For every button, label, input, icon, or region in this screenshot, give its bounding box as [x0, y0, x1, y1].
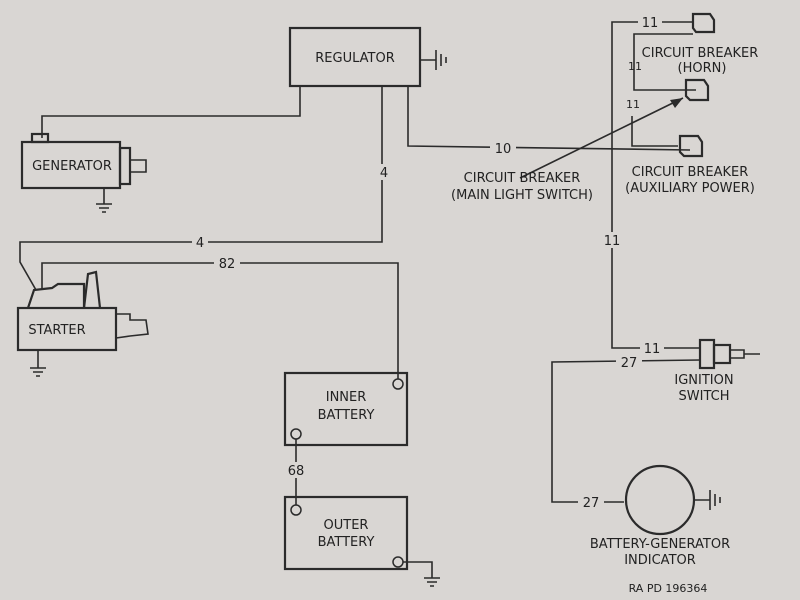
outer-battery-label-1: OUTER: [324, 518, 369, 533]
indicator-gauge: [624, 464, 696, 536]
circuit-breakers: CIRCUIT BREAKER (HORN) CIRCUIT BREAKER (…: [451, 12, 759, 203]
w11-ign-bg: [640, 340, 664, 356]
cb-aux-label-1: CIRCUIT BREAKER: [632, 165, 749, 180]
cb-top-shape: [691, 12, 716, 34]
wire-number-11-horn: 11: [628, 60, 642, 73]
regulator-ground-icon: [420, 50, 447, 70]
inner-battery-box: [283, 371, 409, 447]
wire-10: [407, 86, 691, 151]
wire-number-27-ind: 27: [583, 496, 600, 511]
wire-11-main: [631, 116, 678, 147]
wire-number-68: 68: [288, 464, 305, 479]
w82-bg: [214, 255, 240, 271]
cb-aux-shape: [678, 134, 704, 158]
indicator-label-2: INDICATOR: [624, 553, 696, 568]
arrow-head: [670, 98, 683, 108]
wire-outer-ground: [398, 561, 433, 578]
generator-pulley: [118, 146, 132, 186]
wire-number-4a: 4: [380, 166, 388, 181]
generator: GENERATOR: [20, 132, 147, 213]
wire-82: [41, 262, 399, 382]
ignition-label-2: SWITCH: [679, 389, 730, 404]
outer-battery-box: [283, 495, 409, 571]
wire-number-82: 82: [219, 257, 236, 272]
w4a-bg: [376, 164, 390, 180]
w11-vert-bg: [600, 232, 624, 248]
outer-battery-terminal-pos: [290, 504, 302, 516]
outer-battery: OUTER BATTERY: [283, 495, 440, 587]
battery-generator-indicator: BATTERY-GENERATOR INDICATOR: [590, 464, 730, 568]
inner-battery-label-2: BATTERY: [318, 408, 375, 423]
wire-number-10: 10: [495, 142, 512, 157]
w11-top-bg: [638, 14, 662, 30]
cb-horn-shape: [684, 78, 710, 102]
ignition-collar: [712, 343, 732, 365]
wire-regulator-generator: [41, 86, 301, 138]
w4b-bg: [192, 234, 208, 250]
generator-ground-icon: [96, 188, 112, 213]
figure-reference: RA PD 196364: [629, 582, 708, 595]
regulator-box: [288, 26, 422, 88]
outer-battery-terminal-neg: [392, 556, 404, 568]
wire-number-11-main: 11: [626, 98, 640, 111]
outer-battery-label-2: BATTERY: [318, 535, 375, 550]
inner-battery-terminal-neg: [290, 428, 302, 440]
wire-4: [19, 86, 383, 291]
generator-terminal: [30, 132, 50, 144]
outer-battery-ground-icon: [424, 577, 440, 587]
starter: STARTER: [16, 270, 149, 377]
w27-ind-bg: [578, 494, 604, 510]
indicator-label-1: BATTERY-GENERATOR: [590, 537, 730, 552]
cb-horn-label-2: (HORN): [678, 61, 727, 76]
wire-number-4b: 4: [196, 236, 204, 251]
w10-bg: [490, 140, 516, 156]
ignition-label-1: IGNITION: [674, 373, 733, 388]
starter-solenoid: [26, 282, 86, 309]
wire-numbers: 4 4 82 10 68 11 11 11 11 11 27 27: [192, 14, 664, 511]
starter-drive: [115, 313, 149, 339]
indicator-ground-icon: [694, 490, 721, 510]
wire-number-27-ign: 27: [621, 356, 638, 371]
generator-label: GENERATOR: [32, 159, 112, 174]
wire-11-horn: [633, 33, 696, 91]
arrow-main-light: [519, 97, 684, 179]
starter-label: STARTER: [28, 323, 85, 338]
generator-shaft: [130, 159, 147, 173]
inner-battery-terminal-pos: [392, 378, 404, 390]
starter-lever: [82, 270, 102, 309]
regulator: REGULATOR: [288, 26, 447, 88]
ignition-switch: IGNITION SWITCH: [674, 338, 760, 404]
wire-number-11-ign: 11: [644, 342, 661, 357]
wire-number-11-top: 11: [642, 16, 659, 31]
ignition-body: [698, 338, 716, 370]
regulator-label: REGULATOR: [315, 51, 394, 66]
inner-battery: INNER BATTERY: [283, 371, 409, 447]
cb-main-label-1: CIRCUIT BREAKER: [464, 171, 581, 186]
w68-bg: [284, 462, 308, 478]
starter-box: [16, 306, 118, 352]
starter-ground-icon: [30, 350, 46, 377]
ignition-key: [730, 349, 760, 359]
w27-ign-bg: [616, 354, 642, 370]
wire-number-11-vert: 11: [604, 234, 621, 249]
inner-battery-label-1: INNER: [326, 390, 367, 405]
cb-horn-label-1: CIRCUIT BREAKER: [642, 46, 759, 61]
cb-main-label-2: (MAIN LIGHT SWITCH): [451, 188, 593, 203]
cb-aux-label-2: (AUXILIARY POWER): [625, 181, 755, 196]
